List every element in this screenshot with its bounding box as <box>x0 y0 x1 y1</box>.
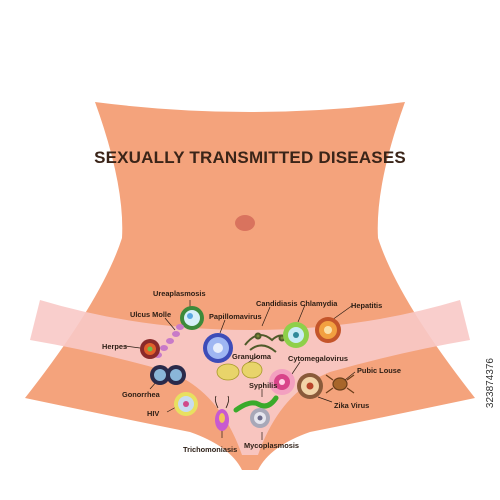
syphilis-microbe-icon <box>233 395 279 413</box>
hepatitis-microbe-icon <box>315 317 341 343</box>
hiv-microbe-icon <box>174 392 198 416</box>
label-herpes: Herpes <box>102 342 128 351</box>
trichomoniasis-microbe-icon <box>214 395 230 431</box>
navel <box>235 215 255 231</box>
label-ulcus-molle: Ulcus Molle <box>130 310 172 319</box>
granuloma-microbe-icon <box>216 361 263 381</box>
page-title: SEXUALLY TRANSMITTED DISEASES <box>94 148 406 167</box>
pubic-louse-microbe-icon <box>325 374 355 394</box>
label-gonorrhea: Gonorrhea <box>122 390 160 399</box>
gonorrhea-microbe-icon <box>150 365 186 385</box>
label-candidiasis: Candidiasis <box>256 299 298 308</box>
label-hepatitis: Hepatitis <box>351 301 383 310</box>
label-pubic-louse: Pubic Louse <box>357 366 401 375</box>
label-ureaplasmosis: Ureaplasmosis <box>153 289 206 298</box>
label-papillomavirus: Papillomavirus <box>209 312 262 321</box>
label-mycoplasmosis: Mycoplasmosis <box>244 441 300 450</box>
label-chlamydia: Chlamydia <box>300 299 338 308</box>
label-trichomoniasis: Trichomoniasis <box>183 445 238 454</box>
stock-id: 323874376 <box>485 358 496 409</box>
torso-shape <box>25 102 475 470</box>
ureaplasmosis-microbe-icon <box>180 306 204 330</box>
label-zika-virus: Zika Virus <box>334 401 370 410</box>
papillomavirus-microbe-icon <box>203 333 233 363</box>
label-cytomegalovirus: Cytomegalovirus <box>288 354 348 363</box>
label-hiv: HIV <box>147 409 160 418</box>
chlamydia-microbe-icon <box>283 322 309 348</box>
zika-virus-microbe-icon <box>297 373 323 399</box>
herpes-microbe-icon <box>140 339 160 359</box>
label-granuloma: Granuloma <box>232 352 272 361</box>
cytomegalovirus-microbe-icon <box>269 369 295 395</box>
mycoplasmosis-microbe-icon <box>250 408 270 428</box>
label-syphilis: Syphilis <box>249 381 278 390</box>
